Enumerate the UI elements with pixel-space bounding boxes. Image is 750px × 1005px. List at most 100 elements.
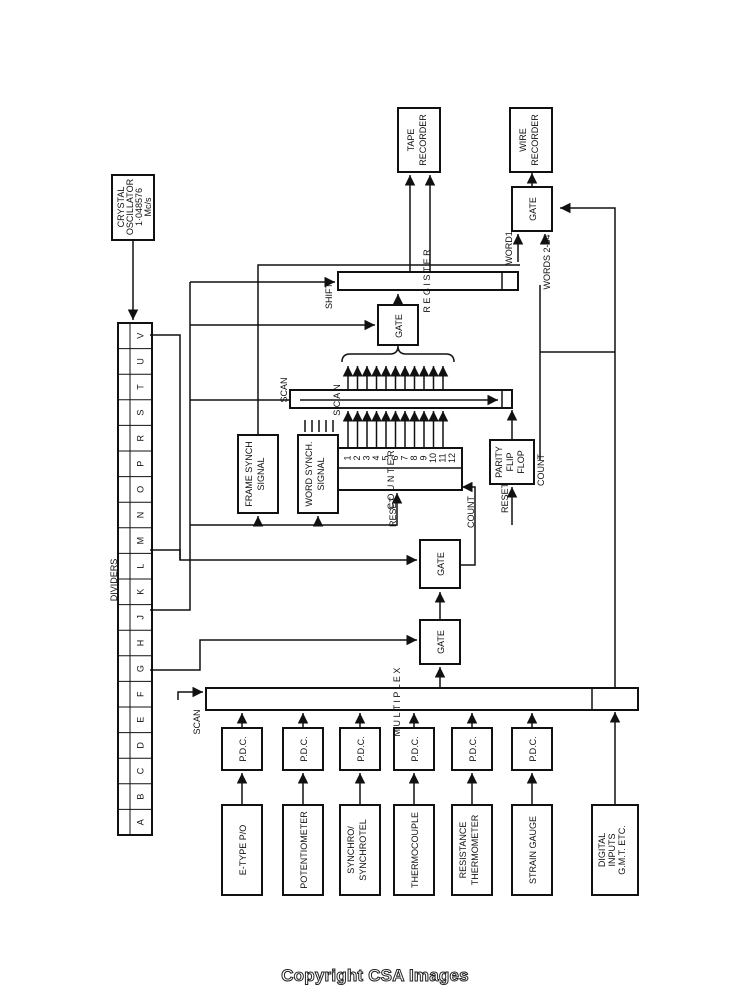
- scan-to-register-arrows: [342, 366, 449, 390]
- divider-letter: K: [135, 589, 145, 595]
- gate-register: GATE: [190, 294, 419, 346]
- pdc-label: P.D.C.: [356, 736, 366, 761]
- sensor-1: POTENTIOMETER P.D.C.: [282, 713, 324, 896]
- counter-number: 4: [371, 455, 381, 460]
- sensor-0: E-TYPE P/O P.D.C.: [221, 713, 263, 896]
- svg-text:WIRE: WIRE: [518, 128, 528, 152]
- copyright-watermark: Copyright CSA Images: [281, 966, 469, 986]
- svg-text:FLIP: FLIP: [505, 452, 515, 471]
- gate-wire: GATE: [511, 173, 553, 232]
- pdc-box: P.D.C.: [393, 727, 435, 771]
- svg-text:SIGNAL: SIGNAL: [256, 457, 266, 490]
- pdc-box: P.D.C.: [451, 727, 493, 771]
- divider-letter: F: [135, 691, 145, 697]
- multiplex-block: M U L T I P L E X SCAN: [177, 202, 639, 737]
- sensor-label-part: SYNCHROTEL: [358, 819, 368, 881]
- register-block: R E G I S T E R SHIFT WORD1 WORDS 2-64: [190, 175, 552, 313]
- svg-text:GATE: GATE: [436, 552, 446, 576]
- counter-number: 7: [399, 455, 409, 460]
- svg-text:FLOP: FLOP: [516, 450, 526, 474]
- counter-number: 10: [428, 453, 438, 463]
- sensor-label-part: THERMOMETER: [470, 814, 480, 885]
- divider-letter: L: [135, 564, 145, 569]
- svg-text:GATE: GATE: [394, 314, 404, 338]
- word-synch-signal: WORD SYNCH. SIGNAL: [297, 420, 339, 527]
- svg-text:RECORDER: RECORDER: [530, 114, 540, 166]
- pdc-box: P.D.C.: [221, 727, 263, 771]
- counter-reset: RESET: [388, 496, 398, 527]
- divider-letter: U: [135, 358, 145, 365]
- counter-count: COUNT: [466, 496, 476, 528]
- pdc-box: P.D.C.: [282, 727, 324, 771]
- divider-letter: M: [135, 537, 145, 545]
- scan-register-scan: SCAN: [279, 377, 289, 402]
- divider-letter: V: [135, 333, 145, 339]
- sensor-label-part: SYNCHRO/: [346, 826, 356, 874]
- pdc-box: P.D.C.: [339, 727, 381, 771]
- multiplex-label: M U L T I P L E X: [392, 668, 402, 737]
- divider-letter: D: [135, 742, 145, 749]
- sensor-label: STRAIN GAUGE: [528, 816, 538, 884]
- counter-number: 9: [418, 455, 428, 460]
- wire-recorder: WIRE RECORDER: [509, 107, 553, 173]
- dividers-title: DIVIDERS: [109, 559, 119, 602]
- parity-count: COUNT: [536, 454, 546, 486]
- divider-letter: O: [135, 486, 145, 493]
- divider-letter: J: [135, 615, 145, 620]
- divider-letter: R: [135, 434, 145, 441]
- crystal-oscillator: CRYSTAL OSCILLATOR 1·048576 Mc/s: [111, 174, 155, 320]
- pdc-label: P.D.C.: [299, 736, 309, 761]
- svg-text:RECORDER: RECORDER: [418, 114, 428, 166]
- divider-letter: P: [135, 461, 145, 467]
- word1-label: WORD1: [504, 231, 514, 265]
- register-shift: SHIFT: [324, 282, 334, 309]
- sensor-label: E-TYPE P/O: [238, 825, 248, 876]
- svg-text:TAPE: TAPE: [406, 129, 416, 152]
- pdc-label: P.D.C.: [238, 736, 248, 761]
- svg-text:WORD SYNCH.: WORD SYNCH.: [304, 442, 314, 507]
- digital-inputs-box: DIGITAL INPUTS G.M.T. ETC.: [591, 712, 639, 896]
- svg-text:GATE: GATE: [436, 630, 446, 654]
- digital-line-2: INPUTS: [607, 833, 617, 866]
- svg-text:FRAME SYNCH: FRAME SYNCH: [244, 441, 254, 507]
- svg-text:GATE: GATE: [528, 197, 538, 221]
- gate-multiplex: GATE: [150, 592, 461, 688]
- divider-letter: H: [135, 640, 145, 647]
- multiplex-scan-label: SCAN: [192, 709, 202, 734]
- divider-letter: C: [135, 767, 145, 774]
- divider-letter: A: [135, 819, 145, 825]
- counter-number: 11: [437, 453, 447, 462]
- sensor-label-part: RESISTANCE: [458, 822, 468, 879]
- divider-letter: G: [135, 665, 145, 672]
- parity-reset: RESET: [500, 482, 510, 513]
- oscillator-line-4: Mc/s: [143, 197, 153, 216]
- svg-text:SIGNAL: SIGNAL: [316, 457, 326, 490]
- sensor-label: POTENTIOMETER: [299, 811, 309, 889]
- divider-letter: T: [135, 384, 145, 390]
- words-label: WORDS 2-64: [542, 234, 552, 289]
- counter-number: 6: [390, 455, 400, 460]
- oscillator-line-2: OSCILLATOR: [125, 178, 135, 235]
- parity-flip-flop: PARITY FLIP FLOP RESET COUNT: [489, 285, 546, 525]
- pdc-label: P.D.C.: [410, 736, 420, 761]
- counter-number: 1: [342, 455, 352, 460]
- scan-register: S C A N SCAN: [190, 345, 513, 416]
- tape-recorder: TAPE RECORDER: [397, 107, 441, 173]
- divider-letter: E: [135, 717, 145, 723]
- divider-letter: S: [135, 410, 145, 416]
- counter-number: 2: [352, 455, 362, 460]
- register-label: R E G I S T E R: [422, 249, 432, 313]
- counter-number: 12: [447, 453, 457, 463]
- frame-synch-signal: FRAME SYNCH SIGNAL: [237, 264, 520, 527]
- counter-number: 5: [380, 455, 390, 460]
- divider-letter: N: [135, 512, 145, 519]
- pdc-label: P.D.C.: [528, 736, 538, 761]
- counter-number: 8: [409, 455, 419, 460]
- oscillator-line-3: 1·048576: [134, 188, 144, 226]
